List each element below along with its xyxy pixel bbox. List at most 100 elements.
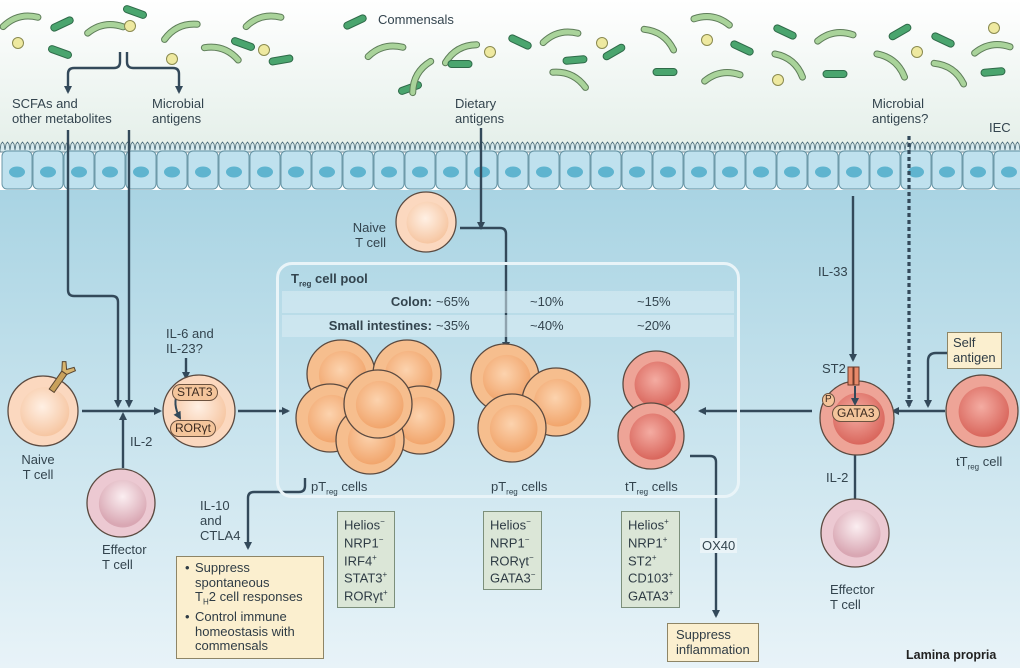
ttreg-cell-prefix: tT <box>956 454 968 469</box>
epithelial-nucleus <box>908 166 924 178</box>
epithelial-nucleus <box>381 166 397 178</box>
epithelial-nucleus <box>567 166 583 178</box>
scfa-line-2: other metabolites <box>12 111 112 126</box>
bacterium-rod <box>441 41 481 67</box>
epithelial-nucleus <box>9 166 25 178</box>
effector-t-cell-left <box>86 468 156 538</box>
naive-center-line-2: T cell <box>355 235 386 250</box>
ctla4-line: CTLA4 <box>200 528 241 543</box>
epithelial-nucleus <box>536 166 552 178</box>
marker-item: CD103+ <box>628 568 673 586</box>
naive-center-label: Naive T cell <box>346 220 386 250</box>
epithelial-nucleus <box>226 166 242 178</box>
stat3-molecule: STAT3 <box>172 384 218 401</box>
lamina-propria-label: Lamina propria <box>906 648 997 662</box>
bacterium-rod <box>690 13 733 29</box>
bacterium-rod <box>930 59 968 88</box>
effector-right-label: Effector T cell <box>830 582 875 612</box>
g3-sub: reg <box>636 487 649 497</box>
g2-sub: reg <box>506 487 518 497</box>
marker-sign: + <box>668 570 674 580</box>
marker-item: NRP1− <box>490 533 535 551</box>
group-label-ptreg-1: pTreg cells <box>311 479 367 500</box>
bacterium-rod <box>409 57 435 97</box>
st2-label: ST2 <box>822 361 846 376</box>
marker-item: Helios− <box>490 515 535 533</box>
dietary-antigens-label: Dietary antigens <box>455 96 504 126</box>
microbial-line-1: Microbial <box>152 96 205 111</box>
bacterium-rod <box>364 42 407 61</box>
bacterium-rod <box>447 60 473 68</box>
bacterium-rod <box>602 43 626 61</box>
arrow-naive-to-ptreg <box>460 226 510 350</box>
bacterium-rod <box>971 41 1014 57</box>
epithelial-nucleus <box>350 166 366 178</box>
epithelial-nucleus <box>753 166 769 178</box>
arrows <box>64 52 947 618</box>
colon-value-1: ~65% <box>436 294 470 309</box>
marker-box-ptreg-1: Helios−NRP1−IRF4+STAT3+RORγt+ <box>337 511 395 609</box>
marker-sign: + <box>382 570 388 580</box>
fb1-line-2: spontaneous <box>195 574 270 590</box>
iec-label: IEC <box>989 120 1011 135</box>
fb1-line-1: Suppress <box>195 560 250 575</box>
bacterium-rod <box>652 68 678 76</box>
fb2-line-2: homeostasis with <box>195 623 295 639</box>
marker-name: IRF4 <box>344 552 373 568</box>
epithelial-nucleus <box>598 166 614 178</box>
bacterium-rod <box>771 50 807 81</box>
marker-item: GATA3− <box>490 568 535 586</box>
arrow-self-antigen <box>924 351 947 408</box>
g1-suffix: cells <box>337 479 368 494</box>
bacterium-rod <box>701 69 744 85</box>
marker-sign: − <box>526 517 531 526</box>
lumen-background <box>0 0 1020 150</box>
marker-sign: − <box>524 534 530 544</box>
marker-item: Helios+ <box>628 515 673 533</box>
dietary-line-2: antigens <box>455 111 505 126</box>
fr-line-2: inflammation <box>676 641 750 657</box>
fb2-line-3: commensals <box>195 638 268 654</box>
marker-box-ptreg-2: Helios−NRP1−RORγt−GATA3− <box>483 511 543 591</box>
epithelial-nucleus <box>195 166 211 178</box>
effector-right-line-2: T cell <box>830 597 861 612</box>
ttreg-cell-sub: reg <box>967 462 980 472</box>
bacterium-rod <box>888 23 912 41</box>
antigen-line: antigen <box>953 349 996 365</box>
epithelial-nucleus <box>877 166 893 178</box>
marker-sign: + <box>662 534 668 544</box>
bacterium-rod <box>123 5 147 19</box>
bullet-dot: • <box>185 609 190 625</box>
marker-item: ST2+ <box>628 551 673 569</box>
epithelial-nucleus <box>412 166 428 178</box>
bacterium-rod <box>161 20 201 43</box>
bacterium-rod <box>822 70 848 78</box>
g2-suffix: cells <box>517 479 548 494</box>
marker-item: RORγt+ <box>344 586 388 604</box>
epithelial-nucleus <box>1001 166 1017 178</box>
treg-cell-pool: Treg cell pool Colon: ~65% ~10% ~15% Sma… <box>276 262 740 498</box>
scfa-line-1: SCFAs and <box>12 96 78 111</box>
bacterium-rod <box>814 29 857 45</box>
epithelial-nucleus <box>164 166 180 178</box>
epithelial-nucleus <box>660 166 676 178</box>
fb2-line-1: Control immune <box>195 609 287 625</box>
il6-il23-label: IL-6 and IL-23? <box>166 326 214 356</box>
ttreg-cell-suffix: cell <box>979 454 1003 469</box>
commensals-label: Commensals <box>378 12 454 27</box>
commensal-bacteria <box>0 5 1014 97</box>
g3-prefix: tT <box>625 479 637 494</box>
bacterium-rod <box>84 21 127 37</box>
il2-left-label: IL-2 <box>130 434 153 449</box>
epithelial-nucleus <box>505 166 521 178</box>
il2-right-label: IL-2 <box>826 470 849 485</box>
epithelial-nucleus <box>288 166 304 178</box>
marker-name: GATA3 <box>628 588 669 604</box>
colon-value-3: ~15% <box>637 294 671 309</box>
marker-sign: − <box>530 570 536 580</box>
naive-left-line-1: Naive <box>21 452 55 467</box>
bacterium-coccus <box>484 46 496 58</box>
tcr-receptor-icon <box>48 361 77 394</box>
bacterium-coccus <box>166 53 178 65</box>
g2-prefix: pT <box>491 479 507 494</box>
